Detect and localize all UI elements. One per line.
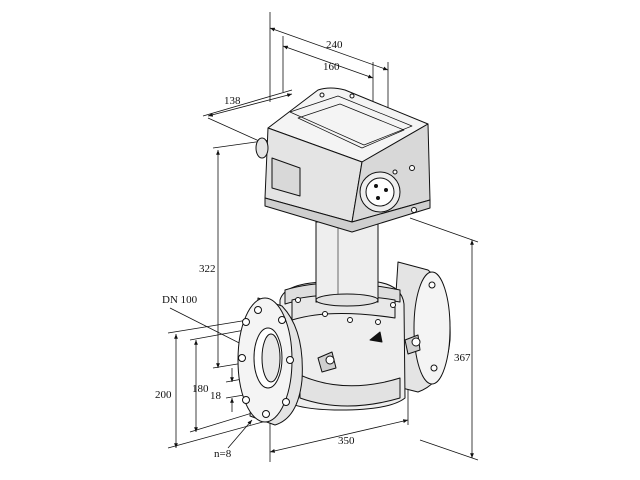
housing-top-rib-1 xyxy=(289,95,413,146)
ext-line-200-bottom xyxy=(167,419,271,449)
body-bolt-1 xyxy=(295,297,301,303)
dim-138-line xyxy=(207,93,293,117)
connector-pin-1 xyxy=(374,184,378,188)
body-lower xyxy=(299,374,401,407)
right-flange-bolt-2 xyxy=(430,364,438,372)
dim-160-line xyxy=(282,45,374,79)
label-bolt-count: n=8 xyxy=(214,448,232,460)
column-body xyxy=(315,221,379,303)
left-flange-bolt-6 xyxy=(242,396,250,404)
left-flange-bolt-2 xyxy=(278,316,286,324)
left-flange-bolt-3 xyxy=(286,356,294,364)
cable-gland-left xyxy=(255,137,269,159)
flow-direction-arrow xyxy=(369,331,383,343)
ext-line-180-top xyxy=(189,329,246,341)
ext-line-367-bottom xyxy=(419,439,479,461)
housing-screw-1 xyxy=(409,165,415,171)
label-367: 367 xyxy=(454,352,471,364)
body-bolt-3 xyxy=(347,317,353,323)
label-138: 138 xyxy=(224,95,241,107)
side-nipple-right-cap xyxy=(411,337,421,347)
housing-bottom-lip xyxy=(264,197,431,233)
body-bolt-5 xyxy=(390,302,396,308)
connector-socket-face xyxy=(365,177,395,207)
right-flange-face xyxy=(413,271,451,385)
label-350: 350 xyxy=(338,435,355,447)
housing-screw-5 xyxy=(319,92,325,98)
dimension-labels: 240 160 138 322 367 350 200 180 18 n=8 D… xyxy=(155,39,471,460)
bolt-count-leader xyxy=(227,419,253,449)
housing-screw-2 xyxy=(411,207,417,213)
label-160: 160 xyxy=(323,61,340,73)
label-180: 180 xyxy=(192,383,209,395)
left-flange-bolt-4 xyxy=(282,398,290,406)
connector-pin-3 xyxy=(376,196,380,200)
ext-line-138-a xyxy=(202,89,293,117)
label-nominal-size: DN 100 xyxy=(162,294,198,306)
label-322: 322 xyxy=(199,263,216,275)
ext-line-200-top xyxy=(167,319,249,334)
left-flange-bolt-5 xyxy=(262,410,270,418)
housing-top-cover xyxy=(267,87,429,163)
body-bolt-2 xyxy=(322,311,328,317)
actuator-column xyxy=(315,221,379,307)
body-bolt-4 xyxy=(375,319,381,325)
label-18: 18 xyxy=(210,390,222,402)
housing-window xyxy=(271,157,301,197)
column-base xyxy=(315,293,379,307)
actuator-housing xyxy=(255,87,431,233)
ext-line-367-top xyxy=(409,217,479,243)
right-flange-bolt-1 xyxy=(428,281,436,289)
left-flange-bolt-7 xyxy=(238,354,246,362)
left-flange-bolt-8 xyxy=(242,318,250,326)
left-flange-bolt-1 xyxy=(254,306,262,314)
housing-top-rib-2 xyxy=(297,103,405,149)
label-240: 240 xyxy=(326,39,343,51)
housing-screw-4 xyxy=(349,93,355,99)
dim-350-line xyxy=(269,419,409,453)
left-flange-bore-inner xyxy=(261,333,281,383)
label-200: 200 xyxy=(155,389,172,401)
housing-screw-3 xyxy=(392,169,398,175)
connector-pin-2 xyxy=(384,188,388,192)
side-nipple-left-cap xyxy=(325,355,335,365)
